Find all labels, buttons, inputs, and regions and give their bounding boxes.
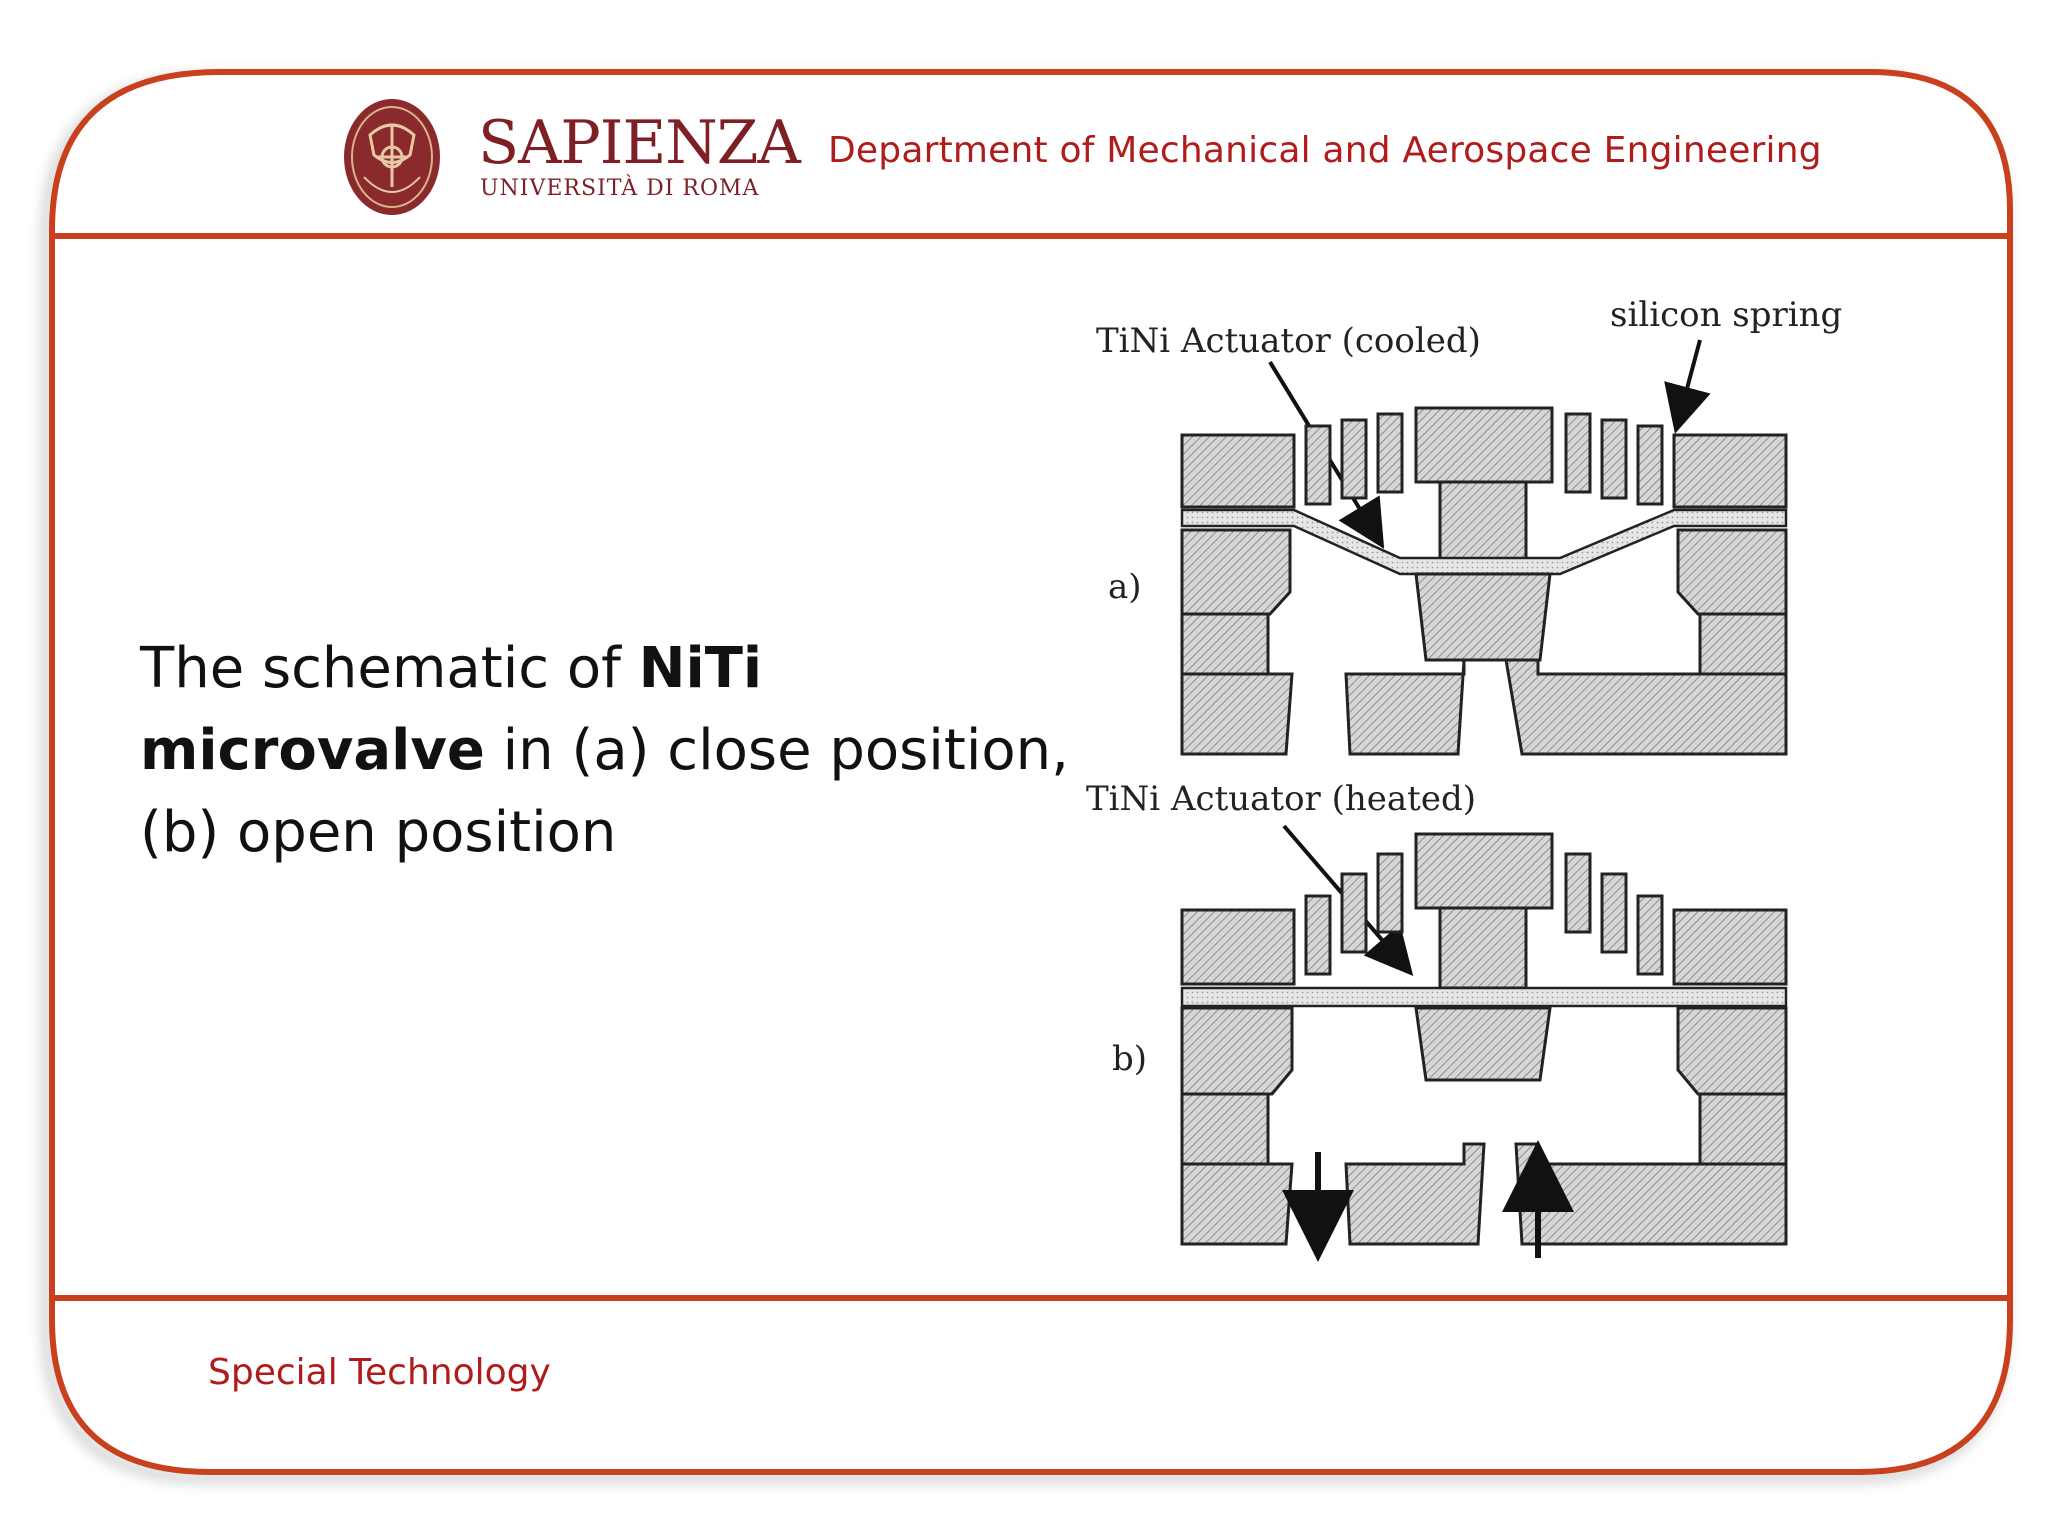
microvalve-schematic: TiNi Actuator (cooled) silicon spring a)… — [1086, 295, 1842, 1262]
sapienza-seal-logo — [344, 99, 440, 215]
department-title: Department of Mechanical and Aerospace E… — [828, 130, 1822, 171]
label-a: a) — [1108, 567, 1142, 607]
body-text-lead: The schematic of — [140, 636, 639, 701]
body-text-emphasis: NiTi microvalve — [140, 636, 763, 783]
label-silicon-spring: silicon spring — [1610, 295, 1842, 335]
schematic-closed-valve: TiNi Actuator (cooled) silicon spring a) — [1096, 295, 1842, 756]
logo-wordmark: SAPIENZA — [478, 108, 801, 178]
label-actuator-heated: TiNi Actuator (heated) — [1086, 779, 1476, 819]
label-actuator-cooled: TiNi Actuator (cooled) — [1096, 321, 1481, 361]
body-text-rest: in (a) close position, (b) open position — [140, 718, 1069, 865]
arrow-silicon-spring — [1664, 339, 1711, 434]
schematic-open-valve: TiNi Actuator (heated) b) — [1086, 779, 1788, 1262]
label-b: b) — [1112, 1039, 1147, 1079]
footer-section-label: Special Technology — [208, 1352, 551, 1393]
slide-body-text: The schematic of NiTi microvalve in (a) … — [140, 628, 1080, 874]
logo-subtitle: UNIVERSITÀ DI ROMA — [480, 176, 760, 201]
